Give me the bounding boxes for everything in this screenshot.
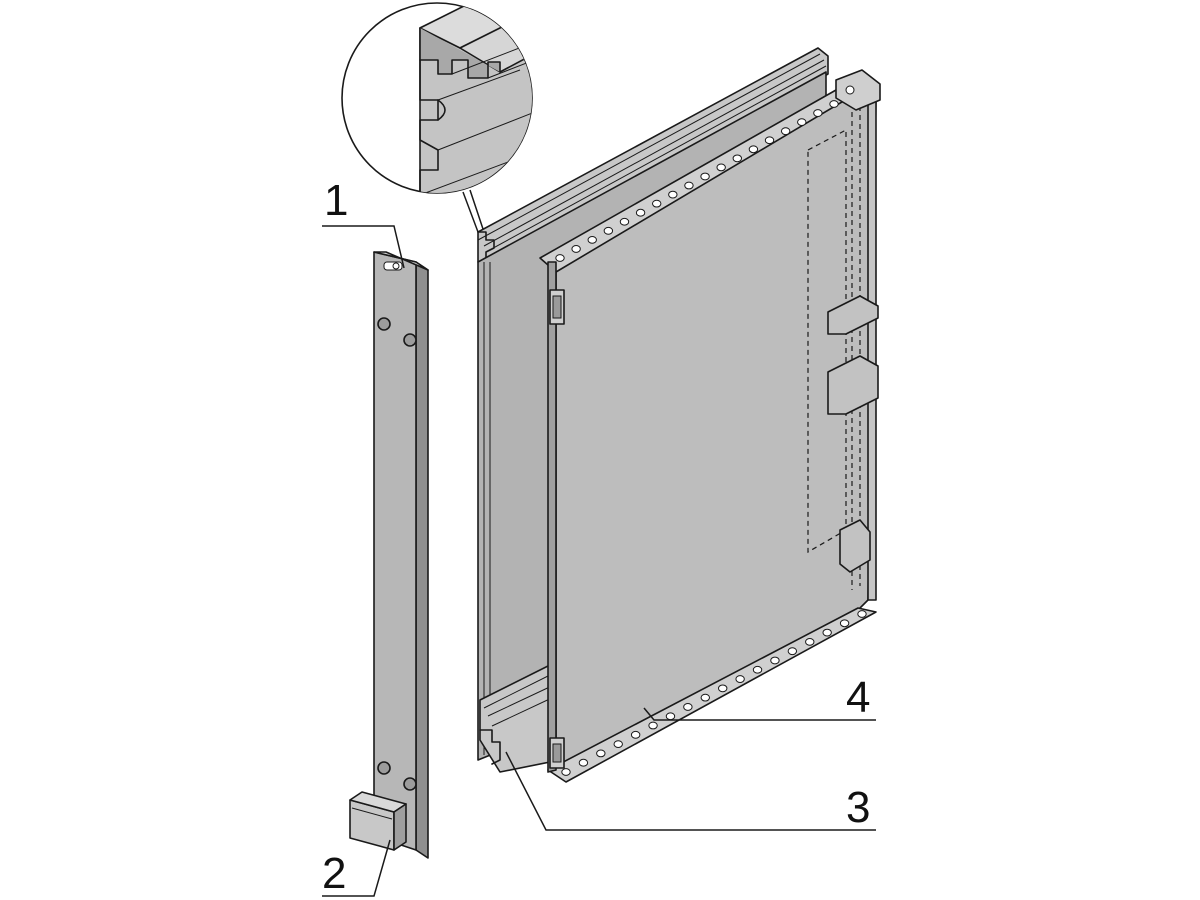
bottom-guide-rail bbox=[479, 659, 561, 773]
flange-hole bbox=[718, 684, 728, 693]
screw-hole-icon bbox=[377, 317, 391, 331]
flange-hole bbox=[587, 235, 597, 244]
flange-hole bbox=[648, 721, 658, 730]
flange-hole bbox=[770, 656, 780, 665]
flange-hole bbox=[829, 100, 839, 108]
callout-1: 1 bbox=[324, 176, 348, 225]
flange-hole bbox=[732, 154, 742, 163]
leader-2 bbox=[322, 839, 391, 897]
flange-hole bbox=[613, 740, 623, 749]
flange-hole bbox=[665, 712, 676, 721]
flange-hole bbox=[700, 693, 710, 702]
screw-hole-icon bbox=[403, 333, 417, 347]
flange-hole bbox=[787, 647, 798, 656]
top-flange-holes bbox=[555, 100, 839, 262]
flange-hole bbox=[578, 758, 589, 767]
flange-hole bbox=[596, 749, 606, 758]
shield-plate bbox=[539, 69, 881, 783]
flange-hole bbox=[764, 136, 775, 145]
flange-hole bbox=[822, 628, 832, 637]
callout-3: 3 bbox=[846, 783, 870, 832]
flange-hole bbox=[684, 181, 694, 190]
flange-hole bbox=[561, 768, 571, 776]
callout-2: 2 bbox=[322, 849, 346, 898]
leader-4 bbox=[643, 707, 876, 721]
flange-hole bbox=[683, 703, 693, 711]
callout-labels: 1 2 3 4 bbox=[322, 176, 870, 898]
flange-hole bbox=[748, 145, 759, 154]
top-guide-rail bbox=[477, 47, 829, 263]
flange-hole bbox=[839, 619, 850, 628]
flange-hole bbox=[555, 254, 565, 262]
flange-hole bbox=[630, 730, 641, 739]
flange-hole bbox=[700, 172, 710, 181]
leader-1 bbox=[322, 225, 405, 269]
screw-hole-icon bbox=[377, 761, 391, 775]
leader-lines bbox=[322, 225, 876, 897]
flange-hole bbox=[619, 217, 630, 226]
flange-hole bbox=[813, 109, 823, 117]
leader-3 bbox=[505, 751, 876, 831]
panel-handle bbox=[349, 791, 407, 851]
flange-hole bbox=[780, 127, 791, 136]
flange-hole bbox=[716, 163, 726, 172]
flange-hole bbox=[857, 610, 867, 618]
flange-hole bbox=[635, 208, 646, 217]
screw-hole-icon bbox=[403, 777, 417, 791]
flange-hole bbox=[668, 190, 678, 199]
flange-hole bbox=[797, 118, 807, 127]
front-panel bbox=[373, 251, 429, 859]
flange-hole bbox=[652, 199, 662, 208]
flange-hole bbox=[571, 245, 581, 253]
flange-hole bbox=[805, 637, 815, 646]
flange-hole bbox=[735, 675, 745, 683]
flange-hole bbox=[752, 665, 763, 674]
flange-hole bbox=[603, 226, 614, 235]
bottom-flange-holes bbox=[561, 610, 867, 776]
callout-4: 4 bbox=[846, 673, 870, 722]
